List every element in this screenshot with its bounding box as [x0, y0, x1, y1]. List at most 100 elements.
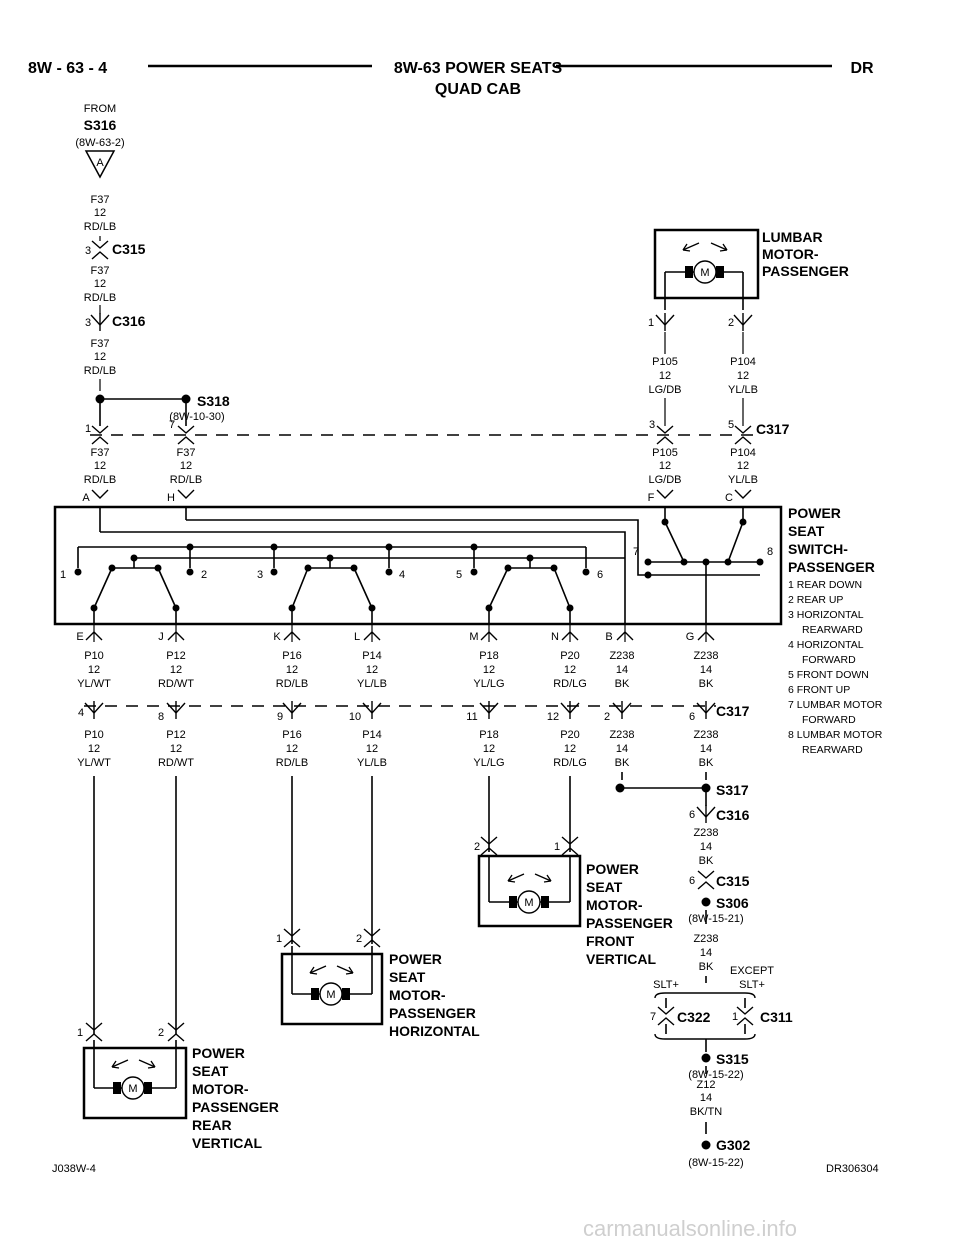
svg-text:5 FRONT DOWN: 5 FRONT DOWN — [788, 669, 869, 681]
svg-text:F37: F37 — [177, 447, 196, 459]
svg-text:LG/DB: LG/DB — [648, 384, 681, 396]
switch-position-numbers: 1 2 3 4 5 6 7 8 — [60, 546, 773, 581]
svg-text:Z238: Z238 — [693, 650, 718, 662]
svg-text:6: 6 — [689, 809, 695, 821]
page-subtitle: QUAD CAB — [435, 81, 521, 98]
svg-text:P104: P104 — [730, 447, 756, 459]
svg-text:Z238: Z238 — [693, 729, 718, 741]
svg-text:7: 7 — [633, 546, 639, 558]
svg-text:(8W-15-21): (8W-15-21) — [688, 913, 743, 925]
svg-text:12: 12 — [547, 711, 559, 723]
svg-text:REARWARD: REARWARD — [802, 744, 863, 756]
feed-wire-2: F37 12 RD/LB — [84, 265, 116, 304]
c316-top-label: C316 — [112, 313, 146, 329]
svg-text:E: E — [76, 631, 83, 643]
c322-label: C322 — [677, 1009, 711, 1025]
svg-text:P105: P105 — [652, 447, 678, 459]
svg-text:G: G — [686, 631, 695, 643]
svg-text:FORWARD: FORWARD — [802, 714, 856, 726]
svg-text:14: 14 — [616, 743, 628, 755]
svg-text:14: 14 — [700, 743, 712, 755]
svg-text:10: 10 — [349, 711, 361, 723]
svg-text:H: H — [167, 492, 175, 504]
svg-text:4: 4 — [399, 569, 405, 581]
svg-text:1: 1 — [648, 317, 654, 329]
svg-text:FORWARD: FORWARD — [802, 654, 856, 666]
svg-text:12: 12 — [88, 664, 100, 676]
svg-text:3: 3 — [649, 419, 655, 431]
svg-text:FRONT: FRONT — [586, 933, 635, 949]
page-number: 8W - 63 - 4 — [28, 60, 107, 77]
svg-text:BK: BK — [699, 757, 714, 769]
svg-text:5: 5 — [456, 569, 462, 581]
brand-code: DR — [850, 60, 874, 77]
svg-text:YL/WT: YL/WT — [77, 678, 111, 690]
svg-text:7: 7 — [169, 419, 175, 431]
svg-text:8: 8 — [158, 711, 164, 723]
svg-text:VERTICAL: VERTICAL — [192, 1135, 262, 1151]
svg-text:BK: BK — [615, 678, 630, 690]
svg-text:P20: P20 — [560, 729, 580, 741]
rear-vertical-motor-box — [82, 1046, 188, 1120]
connector-c316-bottom — [696, 804, 716, 824]
svg-text:P16: P16 — [282, 650, 302, 662]
svg-text:YL/LB: YL/LB — [357, 678, 387, 690]
svg-text:MOTOR-: MOTOR- — [192, 1081, 249, 1097]
svg-text:PASSENGER: PASSENGER — [762, 263, 849, 279]
svg-text:12: 12 — [286, 664, 298, 676]
svg-text:14: 14 — [700, 841, 712, 853]
rear-vertical-motor-label: POWER SEAT MOTOR- PASSENGER REAR VERTICA… — [192, 1045, 279, 1151]
svg-text:RD/LB: RD/LB — [84, 292, 116, 304]
source-s316: FROM S316 (8W-63-2) A — [75, 103, 125, 179]
svg-text:YL/WT: YL/WT — [77, 757, 111, 769]
svg-text:12: 12 — [286, 743, 298, 755]
svg-text:LUMBAR: LUMBAR — [762, 229, 823, 245]
svg-text:Z238: Z238 — [609, 650, 634, 662]
svg-text:P104: P104 — [730, 356, 756, 368]
svg-text:11: 11 — [466, 711, 477, 723]
svg-text:P18: P18 — [479, 729, 499, 741]
svg-text:12: 12 — [94, 207, 106, 219]
svg-text:3: 3 — [85, 245, 91, 257]
svg-text:POWER: POWER — [586, 861, 639, 877]
s317-dot — [701, 783, 711, 793]
svg-text:YL/LB: YL/LB — [728, 474, 758, 486]
svg-text:12: 12 — [564, 743, 576, 755]
s306-label: S306 — [716, 895, 749, 911]
c315-bottom-label: C315 — [716, 873, 750, 889]
horizontal-motor-label: POWER SEAT MOTOR- PASSENGER HORIZONTAL — [389, 951, 480, 1039]
svg-text:PASSENGER: PASSENGER — [192, 1099, 279, 1115]
s318-label: S318 — [197, 393, 230, 409]
svg-text:P105: P105 — [652, 356, 678, 368]
svg-text:12: 12 — [737, 460, 749, 472]
svg-text:4: 4 — [78, 707, 84, 719]
svg-text:P14: P14 — [362, 729, 382, 741]
source-letter: A — [96, 157, 104, 169]
svg-text:5: 5 — [728, 419, 734, 431]
feed-wire-4: F37 12 RD/LB — [84, 447, 116, 486]
feed-wire-5: F37 12 RD/LB — [170, 447, 202, 486]
front-vertical-motor-symbol — [517, 890, 541, 914]
svg-text:SEAT: SEAT — [389, 969, 426, 985]
front-vertical-motor-box — [477, 854, 582, 928]
option-slt-plus: SLT+ — [653, 979, 679, 991]
svg-text:12: 12 — [659, 370, 671, 382]
svg-text:BK: BK — [699, 855, 714, 867]
option-except: EXCEPT — [730, 965, 774, 977]
svg-text:MOTOR-: MOTOR- — [762, 246, 819, 262]
svg-text:RD/LB: RD/LB — [170, 474, 202, 486]
svg-text:(8W-15-22): (8W-15-22) — [688, 1157, 743, 1169]
svg-text:2 REAR UP: 2 REAR UP — [788, 594, 843, 606]
svg-text:REARWARD: REARWARD — [802, 624, 863, 636]
ground-wire-1: Z238 14 BK — [693, 827, 718, 867]
svg-text:RD/WT: RD/WT — [158, 757, 194, 769]
svg-text:RD/LG: RD/LG — [553, 678, 587, 690]
c317-bottom-label: C317 — [716, 703, 750, 719]
svg-text:POWER: POWER — [192, 1045, 245, 1061]
page-title: 8W-63 POWER SEATS — [394, 60, 563, 77]
svg-text:HORIZONTAL: HORIZONTAL — [389, 1023, 480, 1039]
svg-text:YL/LG: YL/LG — [473, 678, 504, 690]
svg-text:M: M — [700, 267, 709, 279]
svg-text:PASSENGER: PASSENGER — [389, 1005, 476, 1021]
